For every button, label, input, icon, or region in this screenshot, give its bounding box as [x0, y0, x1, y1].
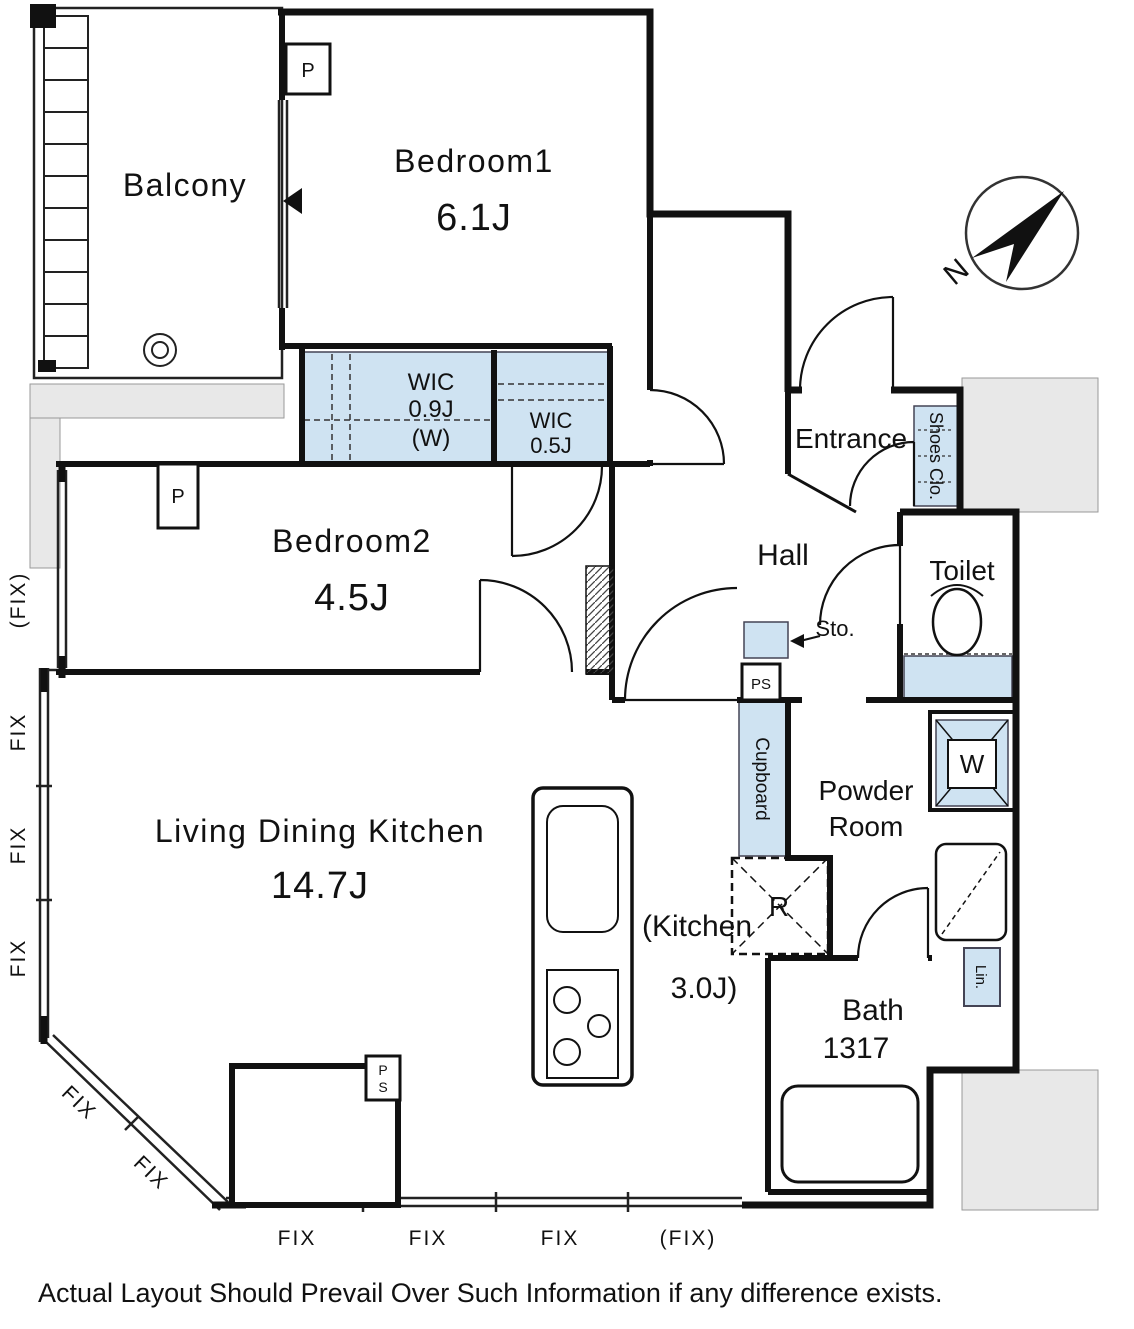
fix-left-3: FIX: [7, 826, 30, 865]
kitchen-label: (Kitchen: [642, 910, 752, 943]
wic1-note: (W): [412, 425, 451, 452]
shoes-closet-door: [848, 440, 916, 507]
fix-bottom-3: FIX: [541, 1227, 580, 1250]
p-left-label: P: [171, 486, 184, 508]
wic2-size: 0.5J: [530, 433, 572, 458]
bedroom1-label: Bedroom1: [394, 143, 554, 179]
closet-dashed-lines: [304, 354, 1012, 655]
shoes-closet-label: Shoes Clo.: [926, 412, 946, 500]
cupboard-label: Cupboard: [751, 737, 772, 820]
ldk-size: 14.7J: [271, 865, 369, 907]
balcony-label: Balcony: [123, 167, 247, 203]
compass: N: [937, 175, 1080, 292]
p-top-label: P: [301, 60, 314, 82]
entrance-door: [798, 295, 895, 391]
hall-label: Hall: [757, 539, 809, 572]
wic1-area: [301, 351, 493, 465]
ps-box-bottom: [364, 1054, 402, 1102]
door-arcs: [478, 295, 930, 959]
ps-box-hall: [740, 662, 782, 702]
kitchen-stove: [546, 969, 619, 1079]
storage-area: [743, 621, 789, 659]
compass-north-label: N: [937, 252, 975, 291]
entrance-step-line: [787, 472, 857, 514]
outside-gray-areas: [29, 377, 1099, 1211]
fix-bottom-4: (FIX): [660, 1227, 717, 1250]
balcony-door-marker: [283, 188, 302, 214]
bath-size: 1317: [823, 1032, 890, 1065]
window-lines: [36, 100, 742, 1212]
linen-area: [963, 947, 1001, 1007]
bedroom2-label: Bedroom2: [272, 523, 432, 559]
refrigerator-label: R: [769, 891, 789, 922]
ldk-door: [623, 586, 738, 702]
wic2-door: [510, 465, 604, 558]
toilet-floor-area: [903, 655, 1013, 699]
ps-bottom-label-p: P: [378, 1062, 387, 1078]
bathtub: [780, 1084, 920, 1184]
powder-room-label-2: Room: [829, 811, 904, 842]
bedroom1-door: [649, 388, 726, 466]
service-boxes: [156, 42, 782, 1208]
kitchen-size: 3.0J): [671, 972, 738, 1005]
wic1-size: 0.9J: [408, 396, 453, 423]
bath-door: [856, 886, 930, 959]
powder-room-label-1: Powder: [819, 775, 914, 806]
wic1-label: WIC: [408, 369, 455, 396]
fix-bottom-2: FIX: [409, 1227, 448, 1250]
hatched-wall-column: [585, 565, 615, 675]
bedroom2-size: 4.5J: [314, 577, 390, 619]
fix-bottom-1: FIX: [278, 1227, 317, 1250]
ps-bottom-label-s: S: [378, 1079, 387, 1095]
refrigerator-space: [730, 856, 830, 956]
toilet-fixture: [930, 584, 984, 657]
linen-label: Lin.: [972, 965, 989, 989]
entrance-label: Entrance: [795, 423, 907, 454]
p-box-top: [284, 42, 332, 96]
toilet-label: Toilet: [929, 555, 995, 586]
bedroom2-door: [478, 578, 574, 673]
toilet-door: [818, 543, 902, 626]
fix-left-1: (FIX): [7, 572, 30, 629]
kitchen-counter: [531, 786, 634, 1087]
compass-needle: [972, 191, 1064, 282]
disclaimer-text: Actual Layout Should Prevail Over Such I…: [38, 1278, 942, 1308]
storage-pointer: [790, 634, 821, 648]
wash-basin: [934, 842, 1008, 942]
fix-left-4: FIX: [7, 939, 30, 978]
washer-label: W: [960, 749, 985, 779]
bath-label: Bath: [842, 994, 904, 1027]
ps-hall-label: PS: [751, 676, 771, 693]
kitchen-sink: [546, 805, 619, 933]
washing-machine-box: [928, 710, 1018, 812]
balcony-structure: [30, 4, 284, 380]
wic2-label: WIC: [530, 408, 573, 433]
storage-label: Sto.: [815, 616, 854, 641]
p-box-left: [156, 462, 200, 530]
fix-left-2: FIX: [7, 713, 30, 752]
bedroom1-size: 6.1J: [436, 197, 512, 239]
ldk-label: Living Dining Kitchen: [155, 813, 485, 849]
